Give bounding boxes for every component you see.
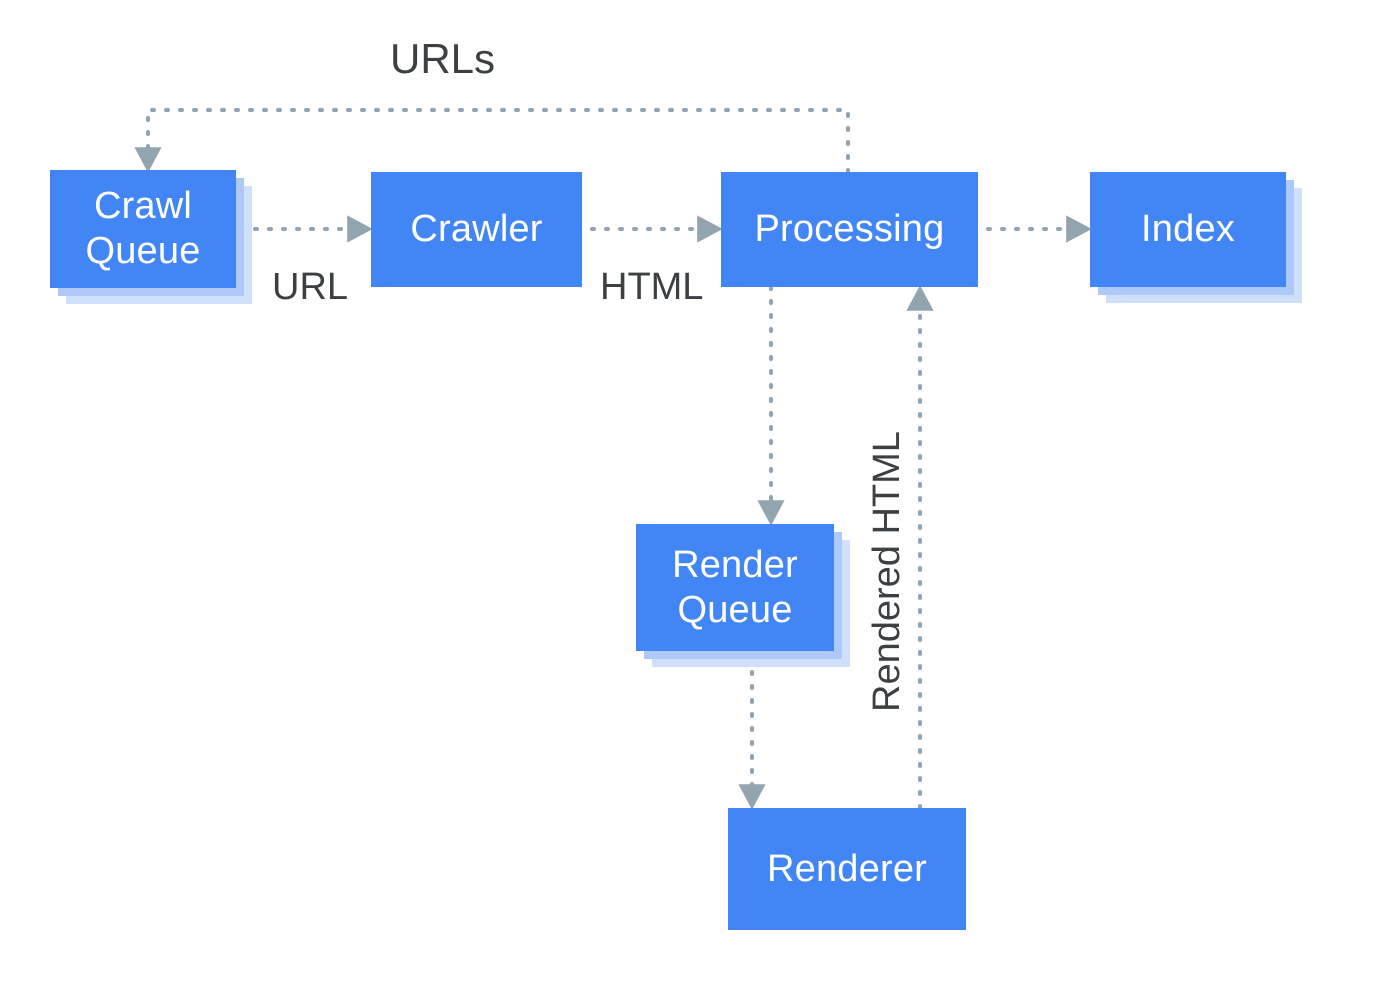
node-processing-label: Processing [754, 208, 945, 251]
edge-label-urls: URLs [390, 35, 496, 82]
node-crawl-queue-label: Crawl Queue [85, 185, 201, 272]
node-crawl-queue[interactable]: Crawl Queue [50, 170, 236, 288]
edge-label-rendered-html: Rendered HTML [866, 431, 908, 712]
node-render-queue-label: Render Queue [672, 543, 798, 631]
edge-processing-to-crawl-queue [134, 108, 850, 174]
node-render-queue[interactable]: Render Queue [636, 524, 834, 651]
node-index-label: Index [1141, 208, 1235, 251]
node-crawler[interactable]: Crawler [371, 172, 582, 287]
node-processing[interactable]: Processing [721, 172, 978, 287]
node-crawler-label: Crawler [410, 208, 543, 251]
node-renderer-label: Renderer [766, 847, 928, 890]
node-renderer[interactable]: Renderer [728, 808, 966, 930]
edge-label-html: HTML [600, 266, 704, 308]
node-index[interactable]: Index [1090, 172, 1286, 287]
edge-label-url: URL [272, 266, 349, 308]
